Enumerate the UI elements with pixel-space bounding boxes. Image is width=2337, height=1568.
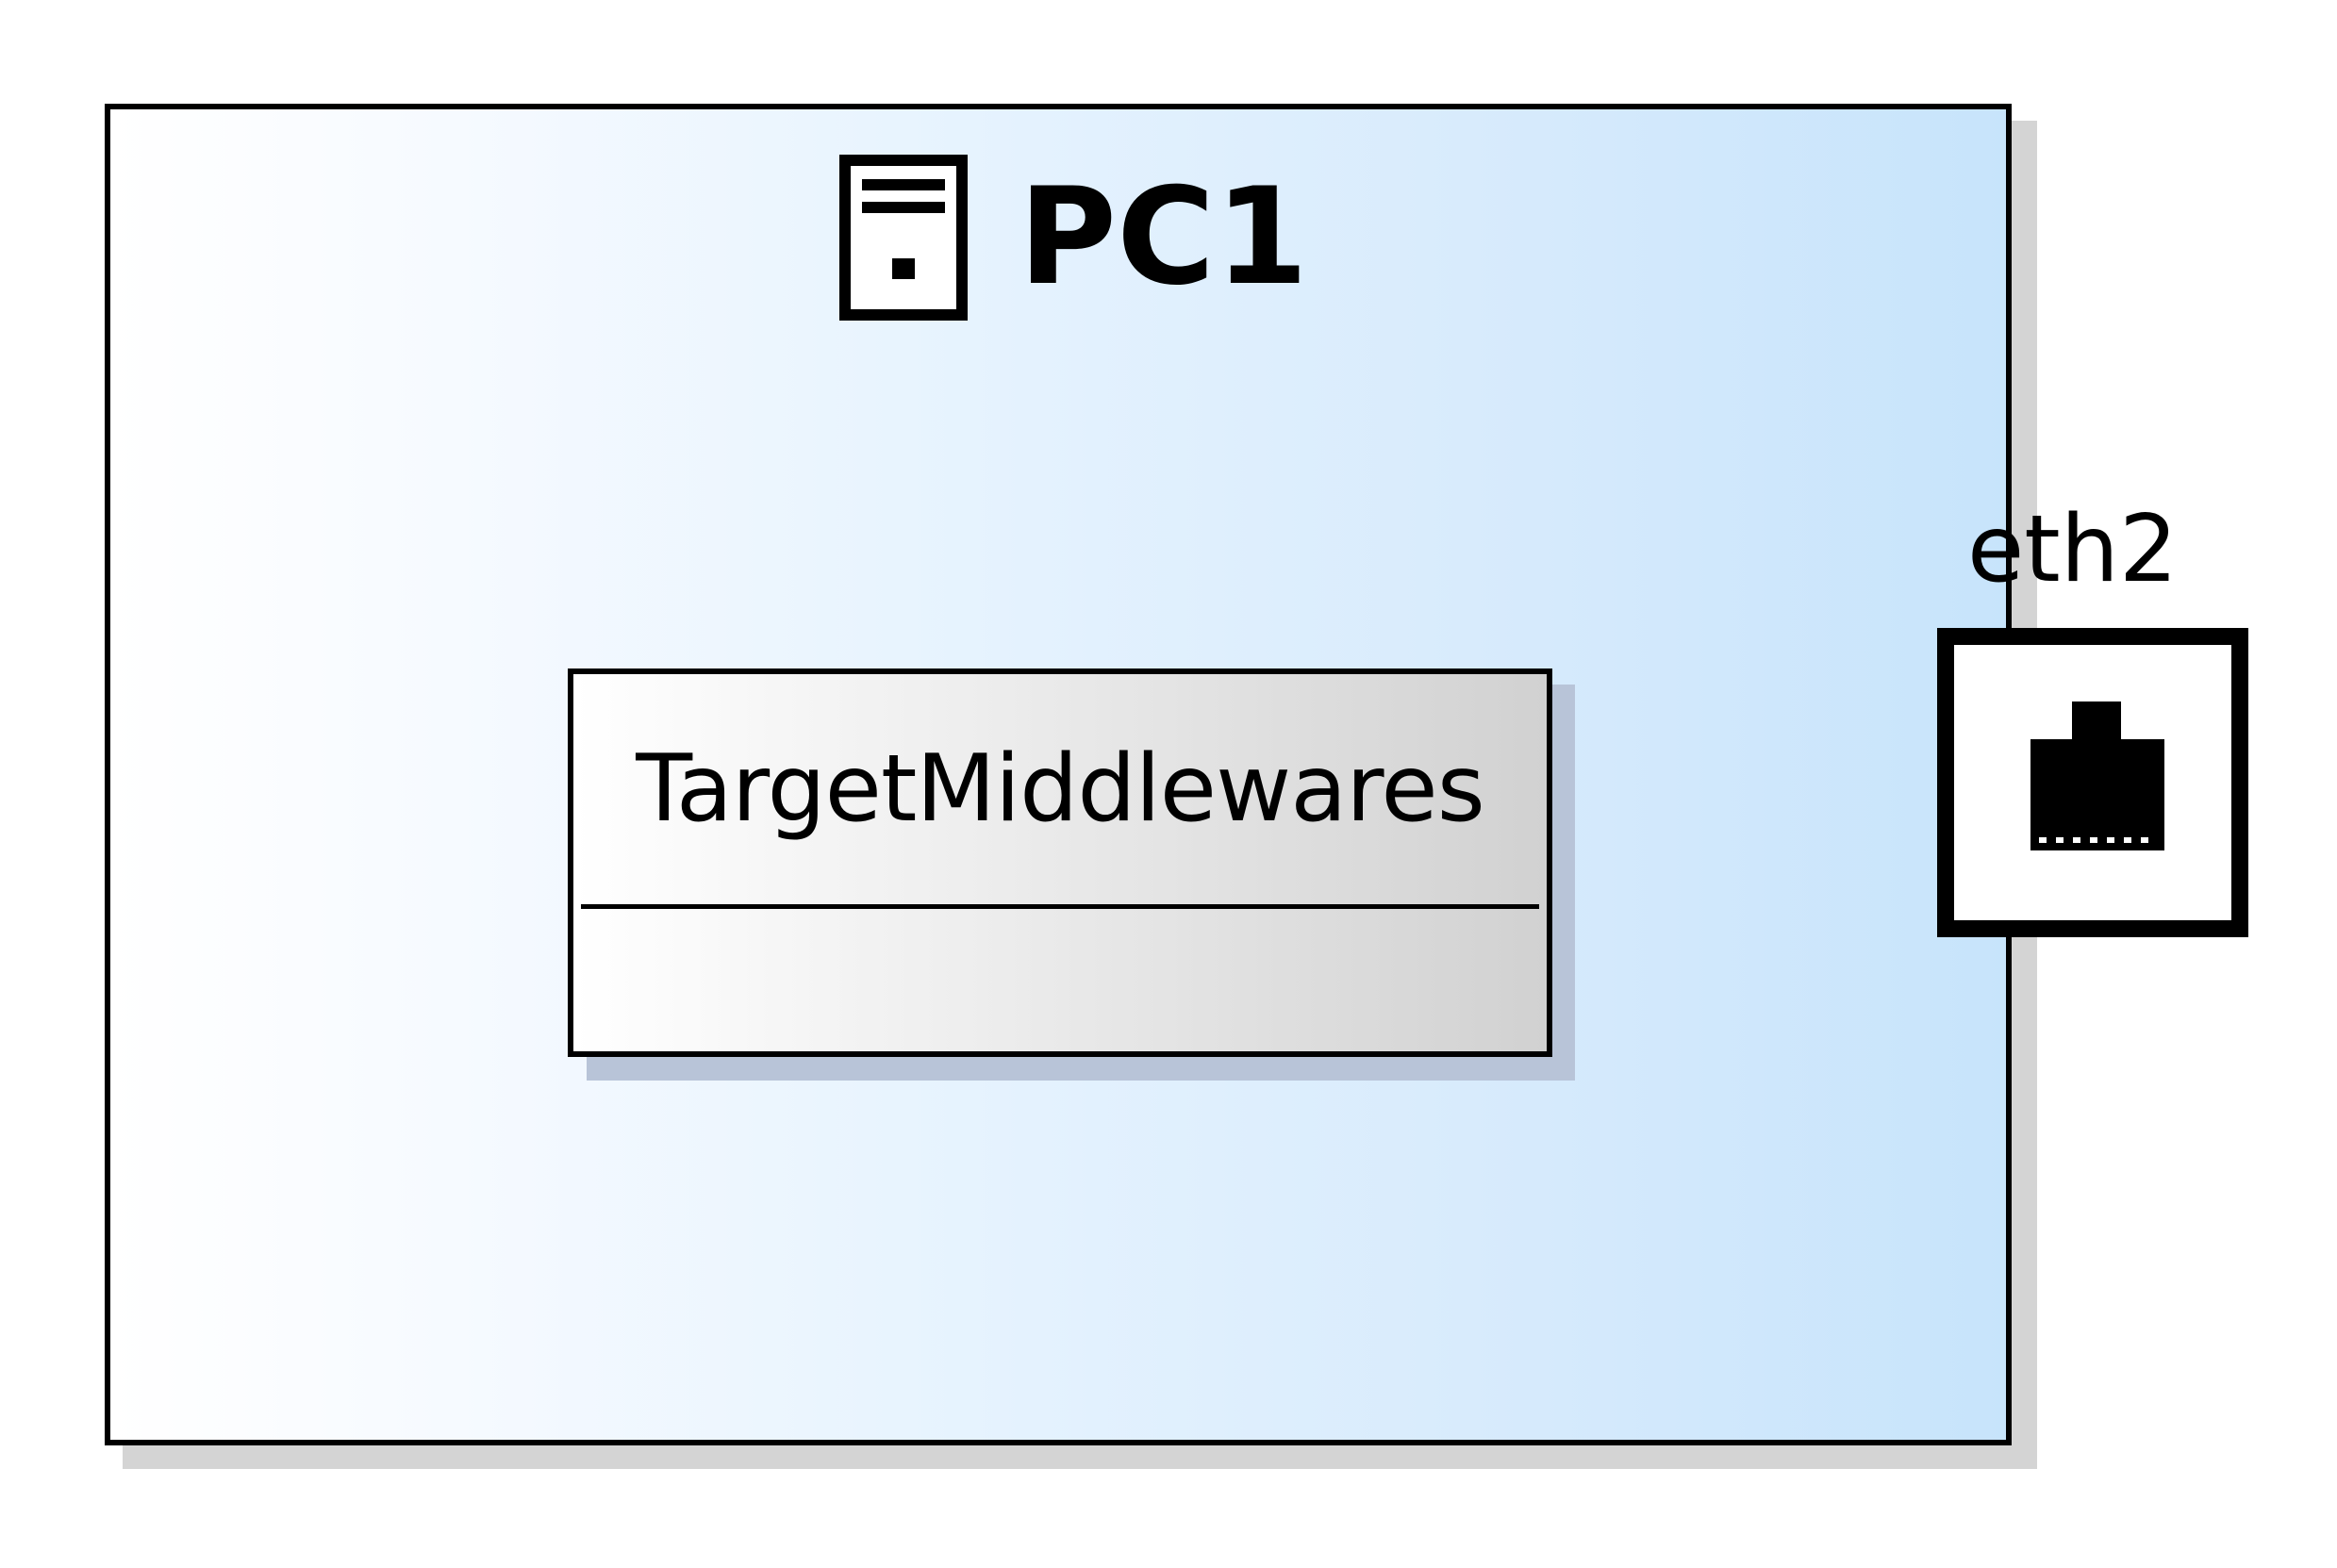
ethernet-port-icon[interactable] (1937, 628, 2248, 937)
class-target-middlewares[interactable]: TargetMiddlewares (568, 668, 1552, 1057)
class-name: TargetMiddlewares (636, 735, 1485, 843)
computer-tower-icon (839, 155, 968, 321)
class-divider (581, 904, 1539, 909)
node-name: PC1 (1019, 159, 1309, 315)
port-label: eth2 (1967, 496, 2179, 603)
node-title: PC1 (839, 153, 1308, 322)
